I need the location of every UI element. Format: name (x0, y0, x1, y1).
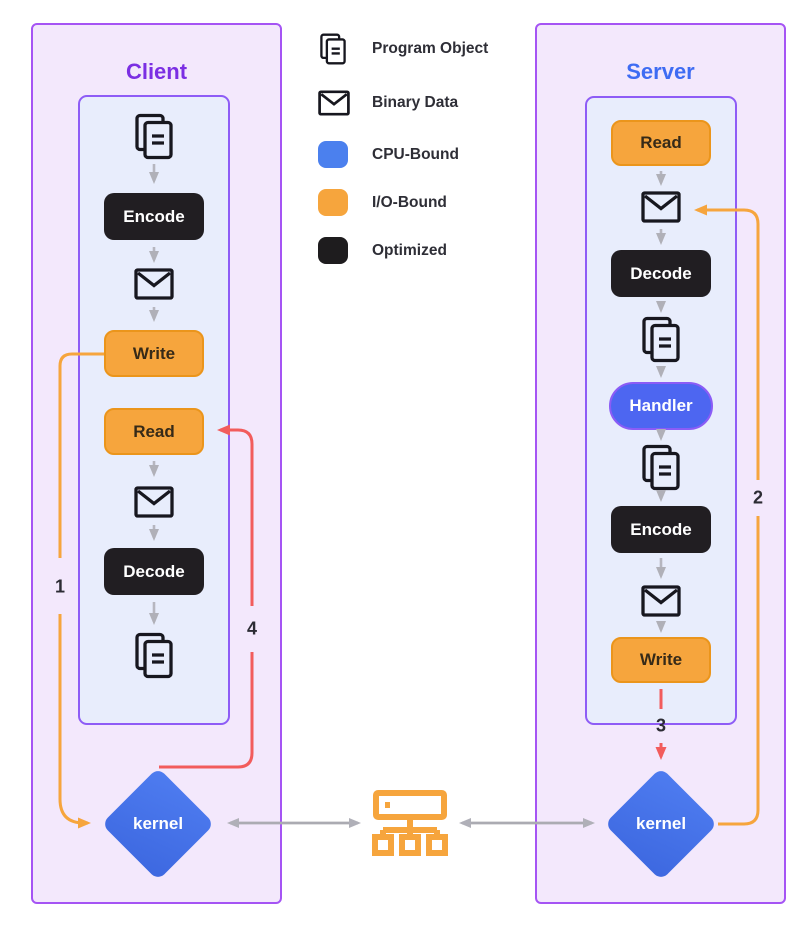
optimized-swatch (318, 237, 348, 264)
io-bound-swatch (318, 189, 348, 216)
step-label-1: 1 (54, 576, 66, 597)
step-label-4: 4 (246, 618, 258, 639)
client-write-box: Write (104, 330, 204, 377)
legend-row-io-bound: I/O-Bound (318, 189, 447, 216)
client-title: Client (125, 59, 188, 84)
legend-label: Optimized (372, 241, 447, 259)
server-decode-box: Decode (611, 250, 711, 297)
legend-label: I/O-Bound (372, 193, 447, 211)
client-encode-box: Encode (104, 193, 204, 240)
program-object-icon (132, 113, 176, 165)
step-label-3: 3 (655, 715, 667, 736)
server-title: Server (626, 59, 695, 84)
network-switch-icon (372, 789, 448, 864)
legend-label: CPU-Bound (372, 145, 459, 163)
step-label-2: 2 (752, 487, 764, 508)
client-kernel-label: kernel (132, 814, 184, 833)
program-object-icon (132, 632, 176, 684)
program-object-icon (318, 33, 358, 65)
legend-row-binary-data: Binary Data (318, 90, 458, 116)
server-write-box: Write (611, 637, 711, 683)
client-decode-box: Decode (104, 548, 204, 595)
binary-data-icon (641, 191, 681, 228)
server-encode-box: Encode (611, 506, 711, 553)
binary-data-icon (318, 90, 358, 116)
legend-label: Program Object (372, 40, 489, 57)
cpu-bound-swatch (318, 141, 348, 168)
binary-data-icon (641, 585, 681, 622)
binary-data-icon (134, 486, 174, 523)
legend-label: Binary Data (372, 94, 459, 111)
legend-row-optimized: Optimized (318, 237, 447, 264)
binary-data-icon (134, 268, 174, 305)
server-kernel-label: kernel (635, 814, 687, 833)
server-read-box: Read (611, 120, 711, 166)
program-object-icon (639, 444, 683, 496)
client-read-box: Read (104, 408, 204, 455)
legend-row-program-object: Program Object (318, 33, 488, 65)
server-handler-pill: Handler (609, 382, 713, 430)
program-object-icon (639, 316, 683, 368)
legend-row-cpu-bound: CPU-Bound (318, 141, 459, 168)
